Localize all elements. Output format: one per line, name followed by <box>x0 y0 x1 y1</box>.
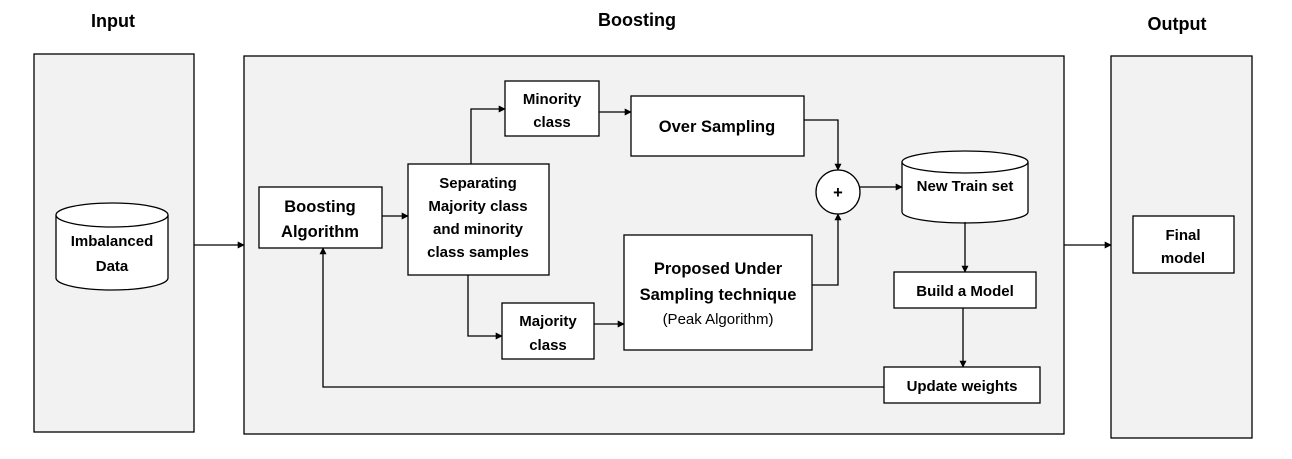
arrow-separating-to-minority <box>470 105 506 164</box>
minority-class-box: Minority class <box>504 80 600 137</box>
over-sampling-label: Over Sampling <box>659 118 775 136</box>
arrow-update-to-algorithm <box>319 247 884 388</box>
output-header: Output <box>1148 14 1207 34</box>
minority-class-line-1: Minority <box>523 91 582 108</box>
under-sampling-line-1: Proposed Under <box>654 260 783 278</box>
build-model-label: Build a Model <box>916 283 1014 300</box>
boosting-algorithm-box: Boosting Algorithm <box>258 186 383 249</box>
update-weights-label: Update weights <box>907 378 1018 395</box>
separating-line-2: Majority class <box>428 198 527 215</box>
final-model-box: Final model <box>1132 215 1235 274</box>
arrow-separating-to-majority <box>467 275 503 340</box>
minority-class-line-2: class <box>533 114 571 131</box>
imbalanced-data-cylinder: Imbalanced Data <box>55 202 169 291</box>
majority-class-line-1: Majority <box>519 313 577 330</box>
arrow-oversampling-to-combine <box>804 119 842 171</box>
input-header: Input <box>91 11 135 31</box>
final-model-line-1: Final <box>1165 227 1200 244</box>
separating-box: Separating Majority class and minority c… <box>407 163 550 276</box>
build-model-box: Build a Model <box>893 271 1037 309</box>
arrow-undersampling-to-combine <box>812 213 842 286</box>
update-weights-box: Update weights <box>883 366 1041 404</box>
new-train-set-cylinder: New Train set <box>901 150 1029 224</box>
combine-plus-symbol: + <box>833 184 843 202</box>
under-sampling-line-2: Sampling technique <box>640 286 797 304</box>
final-model-line-2: model <box>1161 250 1205 267</box>
boosting-algorithm-line-2: Algorithm <box>281 223 359 241</box>
majority-class-line-2: class <box>529 337 567 354</box>
boosting-header: Boosting <box>598 10 676 30</box>
over-sampling-box: Over Sampling <box>630 95 805 157</box>
separating-line-1: Separating <box>439 175 517 192</box>
imbalanced-data-line-2: Data <box>96 258 129 275</box>
boosting-algorithm-line-1: Boosting <box>284 198 356 216</box>
under-sampling-line-3: (Peak Algorithm) <box>663 311 774 328</box>
separating-line-3: and minority <box>433 221 524 238</box>
imbalanced-data-line-1: Imbalanced <box>71 233 154 250</box>
under-sampling-box: Proposed Under Sampling technique (Peak … <box>623 234 813 351</box>
majority-class-box: Majority class <box>501 302 595 360</box>
combine-circle: + <box>815 169 861 215</box>
new-train-set-label: New Train set <box>917 178 1014 195</box>
separating-line-4: class samples <box>427 244 529 261</box>
